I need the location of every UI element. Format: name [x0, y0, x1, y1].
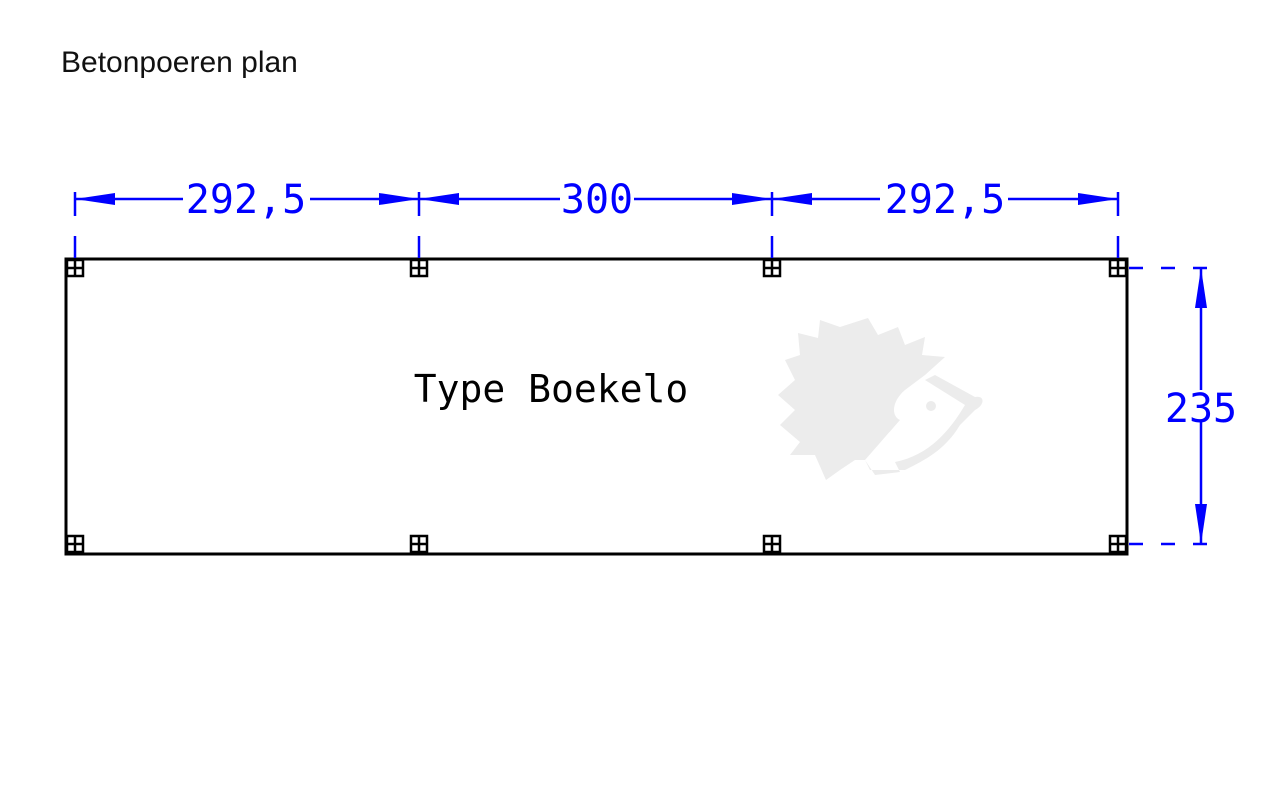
concrete-post-icon [409, 534, 429, 554]
type-label: Type Boekelo [414, 367, 689, 411]
concrete-post-icon [65, 534, 85, 554]
horizontal-dimension [73, 192, 1120, 258]
dimension-label-right: 292,5 [885, 177, 1005, 223]
concrete-post-icon [762, 258, 782, 278]
dimension-label-left: 292,5 [186, 177, 306, 223]
concrete-post-icon [1108, 534, 1128, 554]
concrete-post-icon [1108, 258, 1128, 278]
carport-outline [64, 257, 1129, 556]
concrete-post-icon [762, 534, 782, 554]
hedgehog-watermark-icon [778, 318, 983, 480]
concrete-post-icon [65, 258, 85, 278]
concrete-posts [65, 258, 1128, 554]
concrete-post-icon [409, 258, 429, 278]
dimension-label-depth: 235 [1165, 386, 1237, 432]
vertical-dimension [1129, 266, 1212, 546]
page-title: Betonpoeren plan [61, 46, 298, 79]
dimension-label-middle: 300 [561, 177, 633, 223]
